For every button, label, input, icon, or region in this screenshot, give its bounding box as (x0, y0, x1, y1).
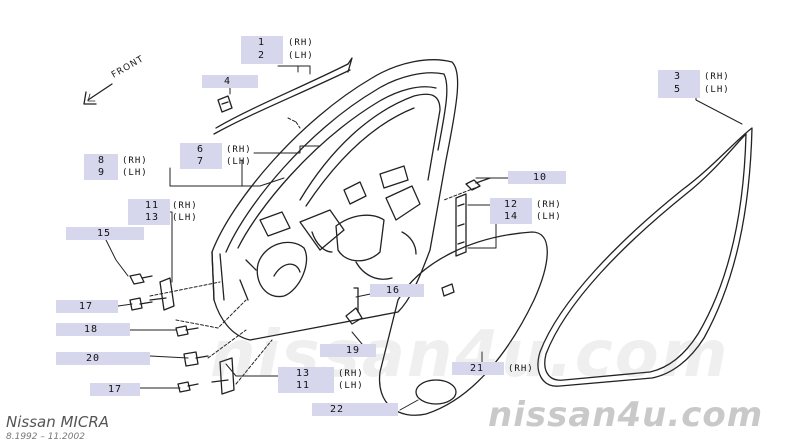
callout-box (56, 300, 118, 313)
production-range: 8.1992 – 11.2002 (6, 432, 85, 442)
callout-number: 20 (86, 353, 101, 364)
callout-number: 6 (197, 144, 205, 155)
callout-box (84, 154, 118, 180)
callout-side-label: (RH) (172, 201, 198, 211)
callout-number: 17 (108, 384, 123, 395)
callout-side-label: (LH) (338, 381, 364, 391)
callout-number: 16 (386, 285, 401, 296)
callout-number: 8 (98, 155, 106, 166)
callout-box (452, 362, 504, 375)
callout-side-label: (LH) (704, 85, 730, 95)
callout-number: 12 (504, 199, 519, 210)
callout-number: 3 (674, 71, 682, 82)
check-link (455, 193, 467, 257)
door-shell (211, 59, 459, 341)
callout-number: 11 (296, 380, 311, 391)
callout-side-label: (LH) (288, 51, 314, 61)
callout-number: 17 (79, 301, 94, 312)
callout-number: 14 (504, 211, 519, 222)
callout-box (370, 284, 424, 297)
callout-number: 9 (98, 167, 106, 178)
callout-box (490, 198, 532, 224)
callout-number: 13 (145, 212, 160, 223)
weatherstrip-3-5 (537, 127, 753, 387)
bolt-17-lower (177, 381, 199, 393)
callout-side-label: (LH) (536, 212, 562, 222)
callout-side-label: (LH) (122, 168, 148, 178)
callout-number: 4 (224, 76, 232, 87)
callout-box (56, 352, 150, 365)
bolt-15 (129, 273, 153, 285)
sealing-screen-21 (378, 231, 548, 416)
callout-side-label: (RH) (226, 145, 252, 155)
callout-side-label: (RH) (536, 200, 562, 210)
callout-box (180, 143, 222, 169)
callout-number: 21 (470, 363, 485, 374)
callout-side-label: (LH) (226, 157, 252, 167)
callout-number: 7 (197, 156, 205, 167)
bracket-4 (217, 95, 233, 113)
plug-22 (415, 379, 457, 405)
callout-box (508, 171, 566, 184)
callout-side-label: (RH) (122, 156, 148, 166)
callout-side-label: (RH) (508, 364, 534, 374)
callout-side-label: (RH) (288, 38, 314, 48)
bolt-18 (175, 325, 199, 337)
bolt-17-upper (129, 297, 153, 311)
door-moulding (213, 57, 353, 135)
callout-box (312, 403, 398, 416)
watermark-logo: nissan4u.com (488, 395, 764, 435)
callout-number: 1 (258, 37, 266, 48)
model-name: Nissan MICRA (6, 413, 110, 431)
callout-box (658, 70, 700, 98)
callout-box (320, 344, 376, 357)
callout-box (56, 323, 130, 336)
callout-number: 19 (346, 345, 361, 356)
bolt-20 (183, 351, 209, 367)
callout-number: 10 (533, 172, 548, 183)
callout-number: 11 (145, 200, 160, 211)
bolt-10 (465, 177, 491, 191)
callout-number: 13 (296, 368, 311, 379)
callout-number: 15 (97, 228, 112, 239)
upper-hinge (149, 277, 175, 311)
callout-box (202, 75, 258, 88)
callout-number: 22 (330, 404, 345, 415)
callout-side-label: (LH) (172, 213, 198, 223)
callout-box (128, 199, 170, 225)
callout-side-label: (RH) (338, 369, 364, 379)
callout-box (90, 383, 140, 396)
callout-number: 2 (258, 50, 266, 61)
bracket-16 (345, 287, 363, 325)
callout-box (241, 36, 283, 64)
callout-box (66, 227, 144, 240)
callout-side-label: (RH) (704, 72, 730, 82)
callout-number: 18 (84, 324, 99, 335)
callout-number: 5 (674, 84, 682, 95)
front-arrow-icon (83, 83, 113, 105)
lower-hinge (211, 357, 235, 395)
callout-box (278, 367, 334, 393)
